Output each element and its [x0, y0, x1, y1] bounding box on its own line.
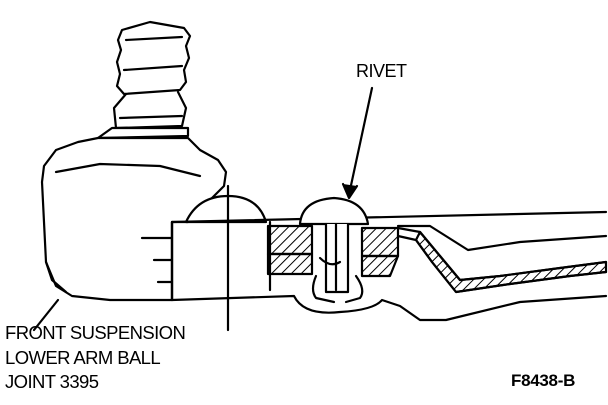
lower-control-arm: [170, 210, 608, 322]
part-name-line-2: LOWER ARM BALL: [5, 347, 161, 368]
rivet-leader-line: [348, 86, 374, 192]
rivet: [298, 196, 370, 304]
rivet-label: RIVET: [356, 61, 407, 81]
ball-joint-stud: [96, 20, 192, 140]
part-name-line-1: FRONT SUSPENSION: [5, 322, 186, 343]
part-label-leader-line: [32, 298, 60, 332]
figure-code: F8438-B: [511, 371, 576, 390]
part-name-line-3: JOINT 3395: [5, 371, 99, 392]
rivet-leader-arrowhead: [341, 182, 359, 200]
